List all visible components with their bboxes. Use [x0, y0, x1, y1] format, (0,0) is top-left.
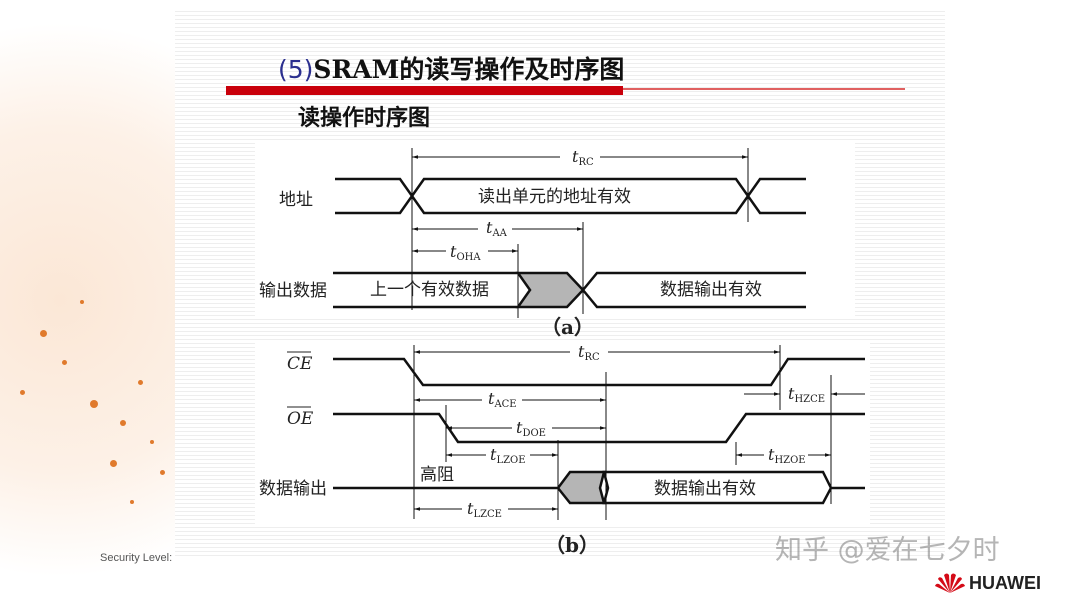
- output-data-waveform: [333, 271, 806, 309]
- data-output-waveform: [333, 470, 865, 505]
- high-z-text: 高阻: [420, 465, 454, 485]
- title-text: SRAM的读写操作及时序图: [313, 55, 625, 84]
- huawei-wordmark: HUAWEI: [969, 572, 1041, 593]
- slide-title: (5)SRAM的读写操作及时序图: [278, 50, 624, 86]
- diagram-b-guides: [413, 345, 832, 520]
- caption-a: （a）: [541, 315, 594, 339]
- t-ace-label: tACE: [488, 389, 517, 410]
- address-valid-text: 读出单元的地址有效: [478, 187, 631, 207]
- address-bus-waveform: [335, 177, 806, 215]
- diagram-a-guides: [411, 148, 749, 318]
- title-divider: [623, 88, 905, 90]
- t-lzoe-label: tLZOE: [490, 445, 526, 466]
- oe-waveform: [333, 412, 865, 444]
- ce-waveform: [333, 357, 865, 387]
- huawei-logo: HUAWEI: [935, 572, 1041, 594]
- security-level-label: Security Level:: [100, 552, 173, 564]
- t-rc-label-a: tRC: [572, 147, 594, 168]
- title-red-bar: [226, 86, 623, 95]
- t-oha-label: tOHA: [450, 242, 481, 263]
- signal-label-data-output: 数据输出: [259, 479, 327, 499]
- watermark: 知乎 @爱在七夕时: [775, 535, 1000, 566]
- slide-subtitle: 读操作时序图: [298, 106, 431, 131]
- signal-label-output: 输出数据: [259, 281, 327, 301]
- t-hzoe-label: tHZOE: [768, 445, 806, 466]
- signal-label-ce: CE: [287, 354, 313, 374]
- caption-b: （b）: [545, 533, 599, 557]
- huawei-petal-icon: [935, 573, 965, 593]
- t-doe-label: tDOE: [516, 418, 546, 439]
- data-valid-text-a: 数据输出有效: [660, 280, 762, 300]
- title-number: (5): [278, 55, 314, 84]
- prev-data-text: 上一个有效数据: [370, 280, 489, 300]
- t-lzce-label: tLZCE: [467, 499, 502, 520]
- t-hzce-label: tHZCE: [788, 384, 825, 405]
- invalid-data-region: [515, 271, 585, 309]
- signal-label-address: 地址: [279, 190, 313, 210]
- signal-label-oe: OE: [287, 409, 314, 429]
- data-valid-text-b: 数据输出有效: [654, 479, 756, 499]
- t-aa-label: tAA: [486, 218, 508, 239]
- transition-region: [556, 470, 606, 505]
- t-rc-label-b: tRC: [578, 342, 600, 363]
